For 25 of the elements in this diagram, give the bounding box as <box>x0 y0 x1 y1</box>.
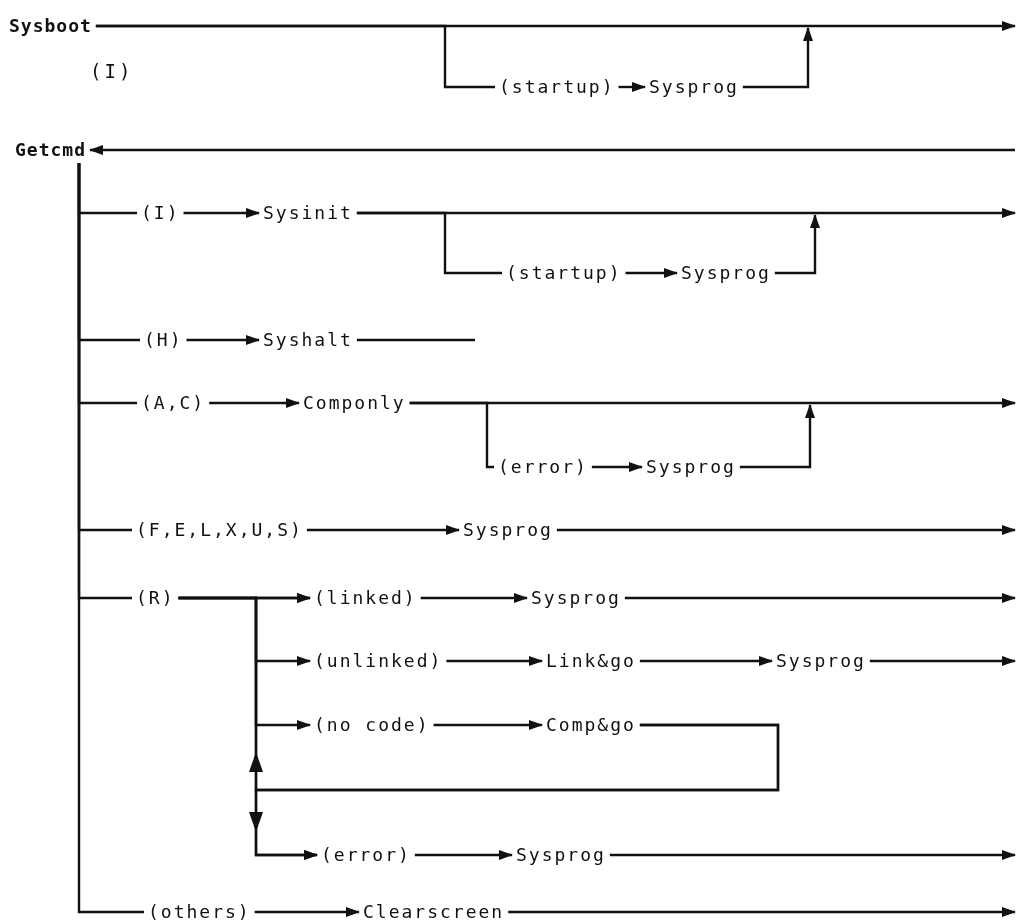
flow-arrow <box>508 907 1016 917</box>
flow-arrow <box>556 525 1016 535</box>
flow-arrow <box>625 268 678 278</box>
flow-arrow <box>639 656 773 666</box>
flow-arrow <box>742 27 813 89</box>
flow-arrow <box>254 907 360 917</box>
flow-arrow <box>254 723 780 860</box>
flow-arrow <box>183 208 260 218</box>
flow-arrow <box>618 82 646 92</box>
flow-arrow <box>89 145 1015 155</box>
flow-arrow <box>624 593 1016 603</box>
flow-arrow <box>774 214 820 275</box>
flow-arrow <box>869 656 1016 666</box>
flow-arrow <box>414 850 513 860</box>
flow-arrow <box>739 404 815 469</box>
flow-arrow <box>609 850 1016 860</box>
routine-name: Sysboot <box>8 16 93 36</box>
flow-arrow <box>591 462 643 472</box>
flow-arrow <box>446 656 543 666</box>
flow-arrow <box>420 593 528 603</box>
flow-arrow <box>186 335 260 345</box>
flow-arrow <box>306 525 460 535</box>
option-note: (I) <box>90 60 134 82</box>
flow-arrow <box>209 398 300 408</box>
flow-arrow <box>433 720 543 730</box>
